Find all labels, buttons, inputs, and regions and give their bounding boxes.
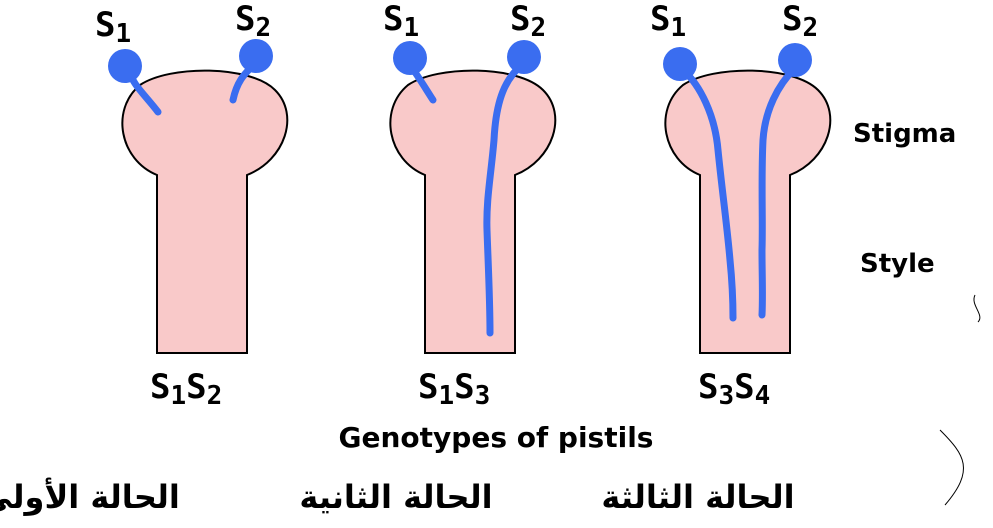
pistil-1-pollen-right-label: S2	[235, 0, 271, 43]
page-curl-mark-top	[974, 295, 980, 322]
pistil-2-pollen-right	[507, 40, 541, 74]
pistil-3-body	[665, 71, 830, 353]
case-1-label: الحالة الأولى	[0, 477, 180, 516]
pistil-3-genotype: S3S4	[698, 367, 770, 411]
pistil-1-genotype: S1S2	[150, 367, 222, 411]
pistil-2-genotype: S1S3	[418, 367, 490, 411]
stigma-label: Stigma	[853, 119, 956, 149]
pistil-3	[663, 43, 830, 353]
pistil-1-body	[122, 71, 287, 353]
pistil-1	[108, 39, 287, 353]
case-2-label: الحالة الثانية	[299, 478, 492, 516]
pistil-2-pollen-right-label: S2	[510, 0, 546, 43]
pistil-3-pollen-left-label: S1	[650, 0, 686, 43]
pistil-1-pollen-left	[108, 49, 142, 83]
pistil-2-body	[390, 71, 555, 353]
pistil-3-pollen-right	[778, 43, 812, 77]
pistil-2-pollen-left	[393, 41, 427, 75]
case-3-label: الحالة الثالثة	[601, 478, 794, 516]
pistil-1-pollen-left-label: S1	[95, 5, 131, 49]
genotypes-caption: Genotypes of pistils	[339, 421, 654, 454]
pistil-2	[390, 40, 555, 353]
page-curl-mark-bottom	[940, 430, 964, 505]
pistil-3-pollen-left	[663, 47, 697, 81]
pistil-1-pollen-right	[239, 39, 273, 73]
pistil-3-pollen-right-label: S2	[782, 0, 818, 43]
pistil-2-pollen-left-label: S1	[383, 0, 419, 43]
style-label: Style	[860, 249, 935, 279]
